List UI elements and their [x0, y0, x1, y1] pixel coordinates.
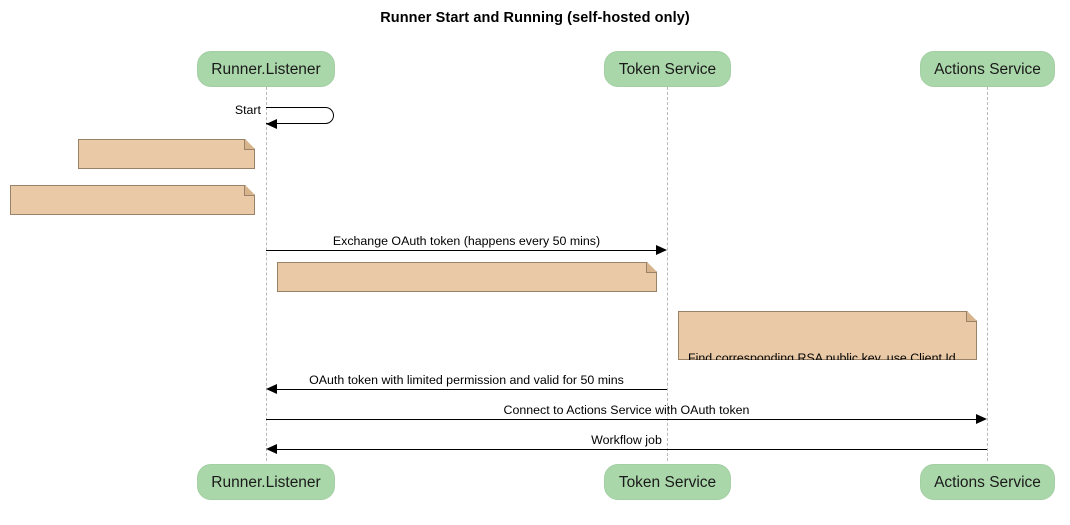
note-fold-icon — [244, 140, 254, 150]
participant-token-top[interactable]: Token Service — [604, 51, 731, 87]
message-line-workflow-job — [272, 449, 987, 450]
note-load-token-registration: Load token registration from .credential… — [10, 185, 255, 215]
message-arrowhead-start — [266, 119, 277, 129]
participant-actions-bottom[interactable]: Actions Service — [920, 464, 1055, 500]
message-line-oauth-token-returned — [272, 389, 667, 390]
note-fold-icon — [244, 186, 254, 196]
message-label-connect-actions-service: Connect to Actions Service with OAuth to… — [503, 403, 750, 417]
diagram-title: Runner Start and Running (self-hosted on… — [380, 10, 690, 26]
note-text: Find corresponding RSA public key, use C… — [688, 351, 956, 381]
note-construct-jwt-token: Construct JWT token, use Client Id signe… — [277, 262, 657, 292]
message-arrowhead-exchange-oauth-token — [656, 245, 667, 255]
participant-runner-bottom[interactable]: Runner.Listener — [197, 464, 335, 500]
message-line-exchange-oauth-token — [266, 250, 661, 251]
note-text: Construct JWT token, use Client Id signe… — [287, 302, 627, 316]
message-label-oauth-token-returned: OAuth token with limited permission and … — [309, 373, 624, 387]
note-load-config: Load config info from .runner — [78, 139, 255, 169]
lifeline-actions — [987, 87, 988, 461]
message-arrowhead-connect-actions-service — [976, 414, 987, 424]
note-text: Load token registration from .credential… — [20, 225, 242, 239]
participant-actions-top[interactable]: Actions Service — [920, 51, 1055, 87]
lifeline-token — [667, 87, 668, 461]
message-line-connect-actions-service — [266, 419, 981, 420]
message-selfloop-start — [266, 107, 334, 124]
message-arrowhead-workflow-job — [266, 444, 277, 454]
participant-runner-top[interactable]: Runner.Listener — [197, 51, 335, 87]
message-arrowhead-oauth-token-returned — [266, 384, 277, 394]
message-label-start: Start — [234, 103, 261, 117]
message-label-exchange-oauth-token: Exchange OAuth token (happens every 50 m… — [332, 234, 601, 248]
note-fold-icon — [966, 312, 976, 322]
lifeline-runner — [266, 87, 267, 461]
note-fold-icon — [646, 263, 656, 273]
participant-token-bottom[interactable]: Token Service — [604, 464, 731, 500]
note-verify-jwt-signature: Find corresponding RSA public key, use C… — [678, 311, 977, 360]
message-label-workflow-job: Workflow job — [591, 433, 662, 447]
